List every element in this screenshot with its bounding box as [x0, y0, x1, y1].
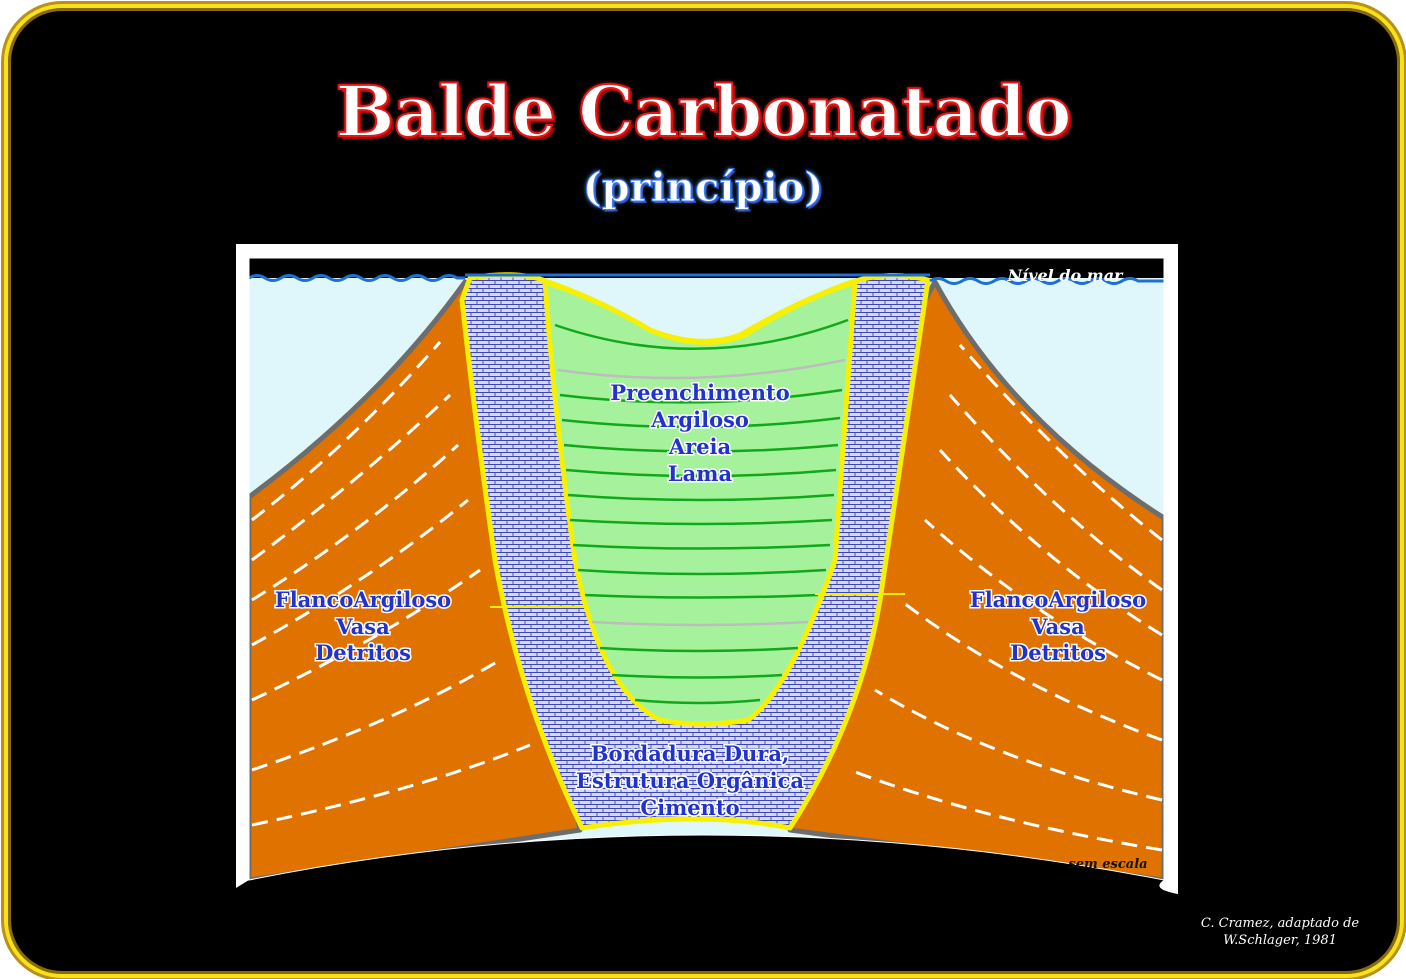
fill-label-line: Argiloso	[650, 407, 749, 432]
fill-label-line: Lama	[668, 461, 733, 486]
slide-title: Balde Carbonatado	[334, 69, 1072, 154]
left-flank-label-line: FlancoArgiloso	[275, 587, 451, 612]
sky-band	[249, 258, 1164, 278]
slide-subtitle: (princípio)	[582, 164, 824, 212]
fill-label: Preenchimento Argiloso Areia Lama	[609, 379, 791, 488]
fill-label-line: Preenchimento	[610, 380, 789, 405]
right-flank-label-line: Vasa	[1030, 614, 1085, 639]
right-flank-label-line: FlancoArgiloso	[970, 587, 1146, 612]
credit: C. Cramez, adaptado de W.Schlager, 1981	[1160, 915, 1400, 949]
left-flank-label-line: Detritos	[315, 640, 411, 665]
clay-fill	[542, 279, 858, 727]
scale-note: sem escala	[1068, 857, 1147, 872]
credit-line: W.Schlager, 1981	[1223, 933, 1337, 948]
right-flank	[787, 279, 1164, 880]
rim-label-line: Cimento	[640, 795, 739, 820]
credit-line: C. Cramez, adaptado de	[1200, 916, 1360, 931]
rim-ledge	[490, 593, 905, 608]
rim-label-line: Estrutura Orgânica	[576, 768, 804, 793]
fill-layering	[554, 318, 849, 705]
left-flank-label-line: Vasa	[335, 614, 390, 639]
rim-label: Bordadura Dura, Estrutura Orgânica Cimen…	[574, 740, 805, 822]
left-flank-label: FlancoArgiloso Vasa Detritos	[273, 586, 452, 667]
flank-layering	[251, 341, 1163, 852]
panel-outline	[248, 257, 1165, 881]
right-flank-label-line: Detritos	[1010, 640, 1106, 665]
right-flank-label: FlancoArgiloso Vasa Detritos	[968, 586, 1147, 667]
sea-surface	[249, 274, 1164, 285]
fill-label-line: Areia	[668, 434, 732, 459]
sea-level-label: Nível do mar	[1007, 266, 1125, 285]
rim-label-line: Bordadura Dura,	[591, 741, 790, 766]
